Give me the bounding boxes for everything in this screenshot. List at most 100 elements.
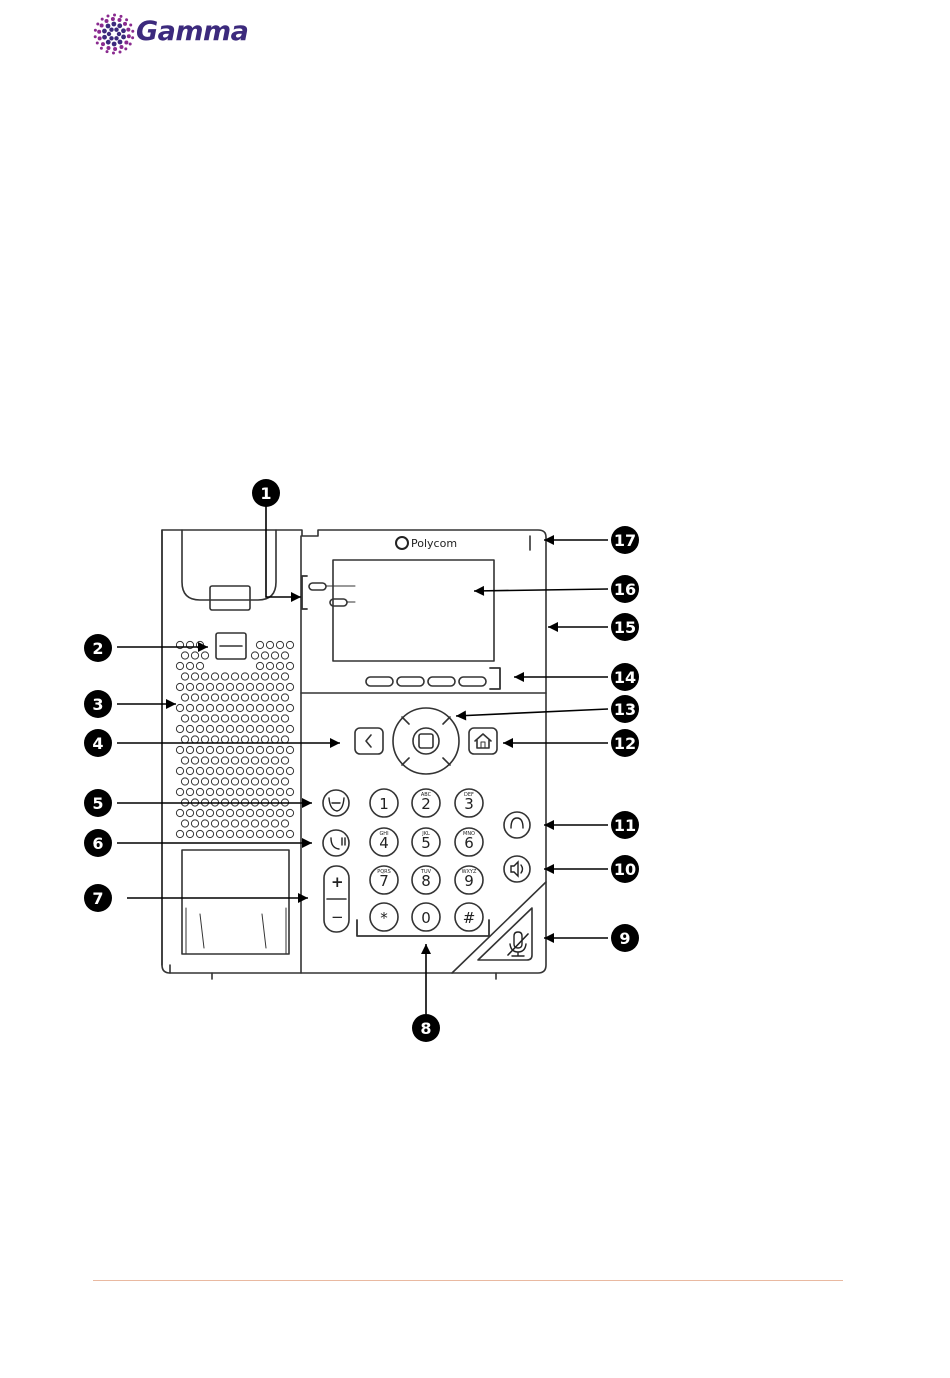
grille-hole — [226, 746, 233, 753]
grille-hole — [271, 736, 278, 743]
grille-hole — [186, 746, 193, 753]
grille-hole — [261, 820, 268, 827]
grille-hole — [216, 704, 223, 711]
grille-hole — [201, 694, 208, 701]
grille-hole — [256, 767, 263, 774]
grille-hole — [261, 715, 268, 722]
callout-arrow-head — [474, 586, 484, 596]
grille-hole — [286, 809, 293, 816]
callout-number: 8 — [420, 1019, 431, 1038]
grille-hole — [186, 767, 193, 774]
grille-hole — [201, 736, 208, 743]
dial-key-letters: JKL — [421, 831, 430, 837]
grille-hole — [216, 767, 223, 774]
grille-hole — [251, 652, 258, 659]
grille-hole — [206, 725, 213, 732]
grille-hole — [241, 736, 248, 743]
dial-key-letters: ABC — [421, 792, 432, 798]
grille-hole — [251, 694, 258, 701]
callout-number: 14 — [614, 668, 636, 687]
grille-hole — [216, 809, 223, 816]
grille-hole — [186, 704, 193, 711]
grille-hole — [186, 725, 193, 732]
grille-hole — [286, 830, 293, 837]
grille-hole — [226, 704, 233, 711]
grille-hole — [226, 725, 233, 732]
grille-hole — [276, 788, 283, 795]
grille-hole — [211, 715, 218, 722]
grille-hole — [236, 767, 243, 774]
grille-hole — [216, 830, 223, 837]
callout-number: 1 — [260, 484, 271, 503]
grille-hole — [221, 820, 228, 827]
grille-hole — [221, 736, 228, 743]
grille-hole — [196, 809, 203, 816]
grille-hole — [286, 767, 293, 774]
grille-hole — [181, 694, 188, 701]
grille-hole — [241, 820, 248, 827]
grille-hole — [216, 788, 223, 795]
soft-key-1 — [366, 677, 393, 686]
mute-key — [478, 908, 532, 960]
grille-hole — [181, 673, 188, 680]
grille-hole — [256, 809, 263, 816]
grille-hole — [201, 652, 208, 659]
callout-number: 15 — [614, 618, 636, 637]
grille-hole — [231, 694, 238, 701]
grille-hole — [196, 788, 203, 795]
grille-hole — [261, 673, 268, 680]
grille-hole — [191, 652, 198, 659]
speakerphone-key — [504, 856, 530, 882]
grille-hole — [271, 715, 278, 722]
grille-hole — [206, 788, 213, 795]
grille-hole — [211, 736, 218, 743]
callout-number: 13 — [614, 700, 636, 719]
grille-hole — [196, 725, 203, 732]
grille-hole — [236, 683, 243, 690]
grille-hole — [191, 715, 198, 722]
grille-hole — [206, 830, 213, 837]
grille-hole — [206, 746, 213, 753]
grille-hole — [281, 736, 288, 743]
grille-hole — [246, 830, 253, 837]
grille-hole — [211, 673, 218, 680]
soft-key-3 — [428, 677, 455, 686]
grille-hole — [266, 683, 273, 690]
callout-number: 3 — [92, 695, 103, 714]
grille-hole — [261, 736, 268, 743]
callout-arrow-head — [548, 622, 558, 632]
grille-hole — [276, 641, 283, 648]
soft-key-4 — [459, 677, 486, 686]
grille-hole — [281, 715, 288, 722]
grille-hole — [201, 715, 208, 722]
grille-hole — [181, 820, 188, 827]
grille-hole — [266, 725, 273, 732]
grille-hole — [201, 673, 208, 680]
grille-hole — [241, 778, 248, 785]
callout-arrows — [117, 506, 608, 1014]
callout-number: 6 — [92, 834, 103, 853]
grille-hole — [266, 788, 273, 795]
grille-hole — [251, 778, 258, 785]
callout-markers: 1234567891011121314151617 — [84, 479, 639, 1042]
callout-number: 5 — [92, 794, 103, 813]
grille-hole — [246, 725, 253, 732]
grille-hole — [216, 746, 223, 753]
callout-number: 10 — [614, 860, 636, 879]
grille-hole — [176, 662, 183, 669]
grille-hole — [191, 694, 198, 701]
callout-arrow-head — [456, 711, 466, 721]
dial-key-letters: TUV — [420, 869, 432, 875]
grille-hole — [276, 683, 283, 690]
handset-cradle — [162, 530, 170, 973]
grille-hole — [226, 767, 233, 774]
grille-hole — [201, 778, 208, 785]
back-key — [355, 728, 383, 754]
soft-key-2 — [397, 677, 424, 686]
dial-key-digit: 0 — [421, 909, 431, 927]
grille-hole — [266, 830, 273, 837]
grille-hole — [186, 809, 193, 816]
grille-hole — [176, 746, 183, 753]
grille-hole — [186, 788, 193, 795]
dial-key-letters: WXYZ — [462, 869, 477, 875]
